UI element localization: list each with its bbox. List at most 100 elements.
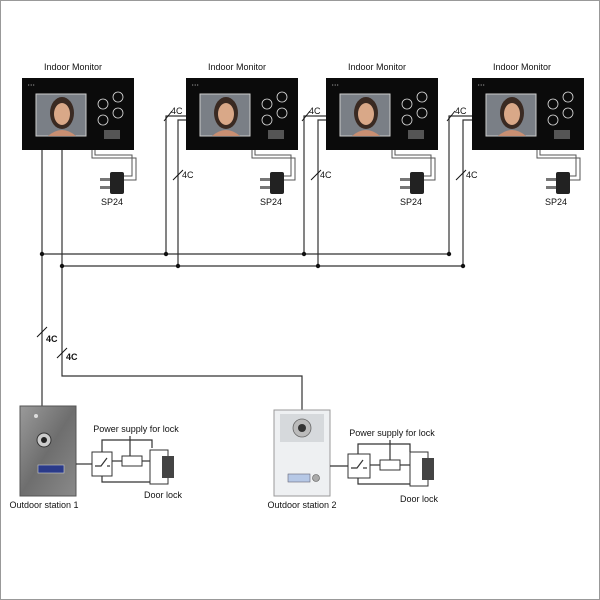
adapter-label: SP24 [400, 197, 422, 207]
monitor-label: Indoor Monitor [208, 62, 266, 72]
door-lock-bolt [422, 458, 434, 480]
monitor-dots: • • • [28, 82, 35, 87]
monitor-label: Indoor Monitor [44, 62, 102, 72]
power-supply-label: Power supply for lock [93, 424, 179, 434]
monitor-label: Indoor Monitor [348, 62, 406, 72]
cable-label-monitor3-bus: 4C [320, 170, 332, 180]
call-button [312, 474, 320, 482]
face-image [498, 97, 526, 136]
monitor-buttons [97, 91, 124, 126]
cable-label-monitor2-bus: 4C [182, 170, 194, 180]
station-label: Outdoor station 1 [9, 500, 78, 510]
monitor-dots: • • • [478, 82, 485, 87]
junction-dot [163, 251, 169, 257]
monitor4-drop-b [462, 119, 472, 266]
adapter-prong [100, 186, 110, 189]
adapter-cable [254, 150, 292, 177]
bus-wiring: 4C 4C [36, 110, 472, 410]
door-lock-label: Door lock [400, 494, 439, 504]
name-plate [287, 473, 311, 483]
adapter-prong [546, 186, 556, 189]
outdoor-station-2: Outdoor station 2 [267, 409, 337, 510]
station-label: Outdoor station 2 [267, 500, 336, 510]
switch-contact [95, 457, 108, 467]
cable-slash [301, 110, 311, 122]
indoor-monitor-2: Indoor Monitor • • • [186, 62, 298, 150]
cable-label-monitor4-bus: 4C [466, 170, 478, 180]
lock-wire-top [357, 443, 411, 454]
adapter-label: SP24 [545, 197, 567, 207]
power-adapter-2: SP24 [251, 150, 296, 207]
adapter-prong [260, 186, 270, 189]
junction-dot [39, 251, 45, 257]
bus-cable-label-1: 4C [46, 334, 58, 344]
lock-wire-top [101, 439, 153, 452]
junction-dot [460, 263, 466, 269]
adapter-prong [546, 178, 556, 181]
speaker-grille [554, 130, 570, 139]
indoor-monitor-3: Indoor Monitor • • • [326, 62, 438, 150]
junction-dot [315, 263, 321, 269]
power-adapter-4: SP24 [536, 150, 581, 207]
monitor-dots: • • • [192, 82, 199, 87]
monitor2-drop-a [165, 115, 186, 254]
adapter-label: SP24 [260, 197, 282, 207]
monitor3-drop-a [303, 115, 326, 254]
adapter-prong [400, 186, 410, 189]
face-image [212, 97, 240, 136]
speaker-grille [104, 130, 120, 139]
adapter-prong [400, 178, 410, 181]
monitor2-drop-b [177, 119, 186, 266]
cable-slash [163, 110, 173, 122]
lock-circuit-2: Power supply for lock Door lock [330, 428, 439, 504]
cable-slash [455, 169, 467, 181]
lock-wire-bottom [357, 478, 410, 485]
cable-slash [446, 110, 456, 122]
door-lock-bolt [162, 456, 174, 478]
power-adapter-3: SP24 [391, 150, 436, 207]
speaker-grille [408, 130, 424, 139]
adapter-cable [91, 150, 137, 181]
lock-wire-bottom [101, 476, 150, 483]
monitor-buttons [261, 91, 288, 126]
monitor-label: Indoor Monitor [493, 62, 551, 72]
camera-lens-center [298, 424, 306, 432]
monitor-buttons [401, 91, 428, 126]
bus-cable-label-2: 4C [66, 352, 78, 362]
junction-dot [446, 251, 452, 257]
indoor-monitor-1: Indoor Monitor • • • [22, 62, 134, 150]
cable-slash [310, 169, 322, 181]
adapter-prong [260, 178, 270, 181]
power-adapter-1: SP24 [91, 150, 137, 207]
door-lock-label: Door lock [144, 490, 183, 500]
face-image [352, 97, 380, 136]
monitor3-drop-b [317, 119, 326, 266]
junction-dot [59, 263, 65, 269]
cable-slash [36, 326, 48, 338]
face-image [48, 97, 76, 136]
lock-circuit-1: Power supply for lock Door lock [76, 424, 183, 500]
cable-slash [172, 169, 184, 181]
monitor-dots: • • • [332, 82, 339, 87]
cable-label-monitor2-in: 4C [171, 106, 183, 116]
adapter-body [410, 172, 424, 194]
cable-slash-marks [36, 110, 467, 359]
adapter-cable [539, 150, 577, 177]
adapter-body [556, 172, 570, 194]
adapter-body [110, 172, 124, 194]
indoor-monitor-4: Indoor Monitor • • • [472, 62, 584, 150]
cable-label-monitor4-in: 4C [455, 106, 467, 116]
adapter-cable [251, 150, 296, 181]
monitor-buttons [547, 91, 574, 126]
adapter-cable [94, 150, 133, 177]
cable-slash [56, 347, 68, 359]
adapter-prong [100, 178, 110, 181]
monitor4-drop-a [448, 115, 472, 254]
junction-dot [301, 251, 307, 257]
power-supply-box [379, 459, 401, 471]
outdoor-station-1: Outdoor station 1 [9, 405, 79, 510]
screw [34, 414, 38, 418]
adapter-cable [394, 150, 432, 177]
